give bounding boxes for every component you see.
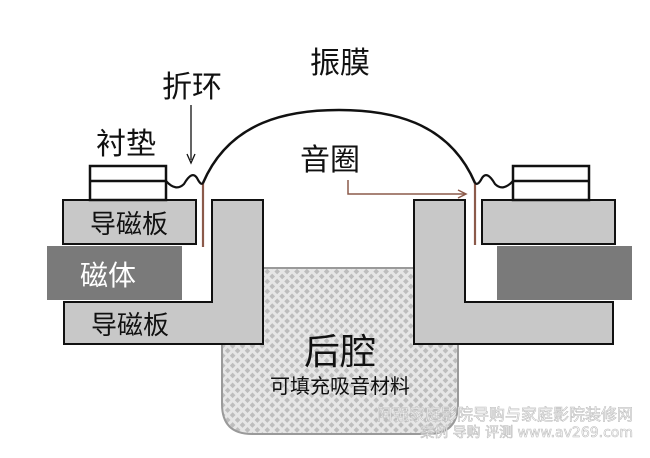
label-gasket: 衬垫: [96, 127, 156, 162]
arrow-head-icon: [186, 153, 196, 165]
magnet-left: [47, 246, 182, 300]
top-plate-left: [62, 199, 197, 245]
surround-left: [165, 174, 204, 189]
label-bottom-plate-left: 导磁板: [91, 311, 169, 341]
label-magnet-left: 磁体: [80, 259, 136, 292]
magnet-right: [497, 246, 632, 300]
label-back-cavity: 后腔: [304, 332, 376, 373]
voice-coil-arrow: [347, 180, 465, 195]
surround-right: [474, 174, 514, 189]
label-voice-coil: 音圈: [300, 143, 360, 178]
diaphragm: [201, 108, 477, 184]
label-surround: 折环: [162, 70, 222, 105]
back-cavity: [221, 267, 459, 435]
gasket-left: [88, 164, 168, 202]
label-top-plate-left: 导磁板: [90, 210, 168, 240]
watermark-line2: 案例 导购 评测 www.av269.com: [420, 424, 633, 441]
gasket-right: [511, 164, 591, 202]
top-plate-right: [481, 199, 616, 245]
label-diaphragm: 振膜: [310, 46, 370, 81]
pole-piece-right: [413, 199, 614, 345]
arrow-head-icon: [457, 189, 468, 199]
pole-piece-left: [63, 199, 264, 345]
watermark-line1: 阿强家庭影院导购与家庭影院装修网: [377, 405, 633, 424]
label-back-cavity-note: 可填充吸音材料: [270, 374, 410, 398]
